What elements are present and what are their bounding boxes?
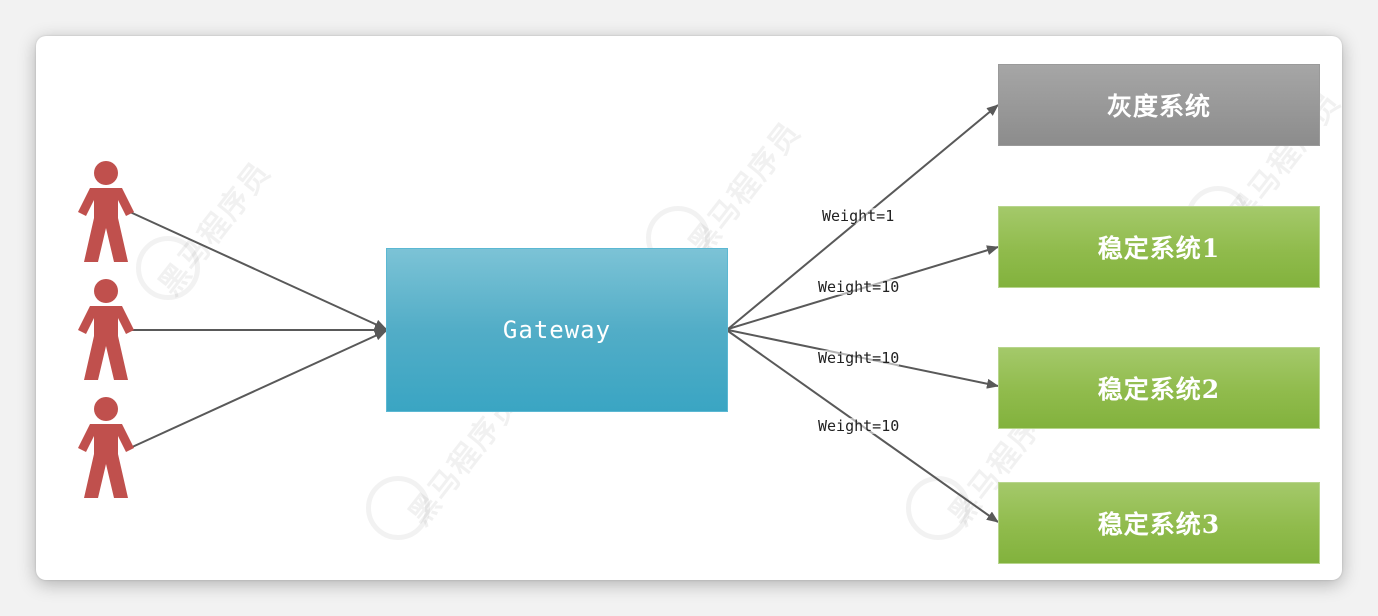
stable-system-3-label: 稳定系统3 xyxy=(1097,510,1221,539)
stable-system-2-node[interactable]: 稳定系统2 xyxy=(998,347,1320,429)
arrow-user-3-to-gateway xyxy=(129,330,387,449)
weight-label-gray: Weight=1 xyxy=(822,207,895,225)
stable-system-1-node[interactable]: 稳定系统1 xyxy=(998,206,1320,288)
gray-system-node[interactable]: 灰度系统 xyxy=(998,64,1320,146)
gateway-label: Gateway xyxy=(502,316,612,344)
user-person-icon xyxy=(78,397,134,498)
stable-system-1-label: 稳定系统1 xyxy=(1097,234,1221,263)
stable-system-2-label: 稳定系统2 xyxy=(1097,375,1221,404)
user-person-icon xyxy=(78,161,134,262)
user-person-icon xyxy=(78,279,134,380)
weight-label-stable-2: Weight=10 xyxy=(818,349,900,367)
weight-label-stable-1: Weight=10 xyxy=(818,278,900,296)
stable-system-3-node[interactable]: 稳定系统3 xyxy=(998,482,1320,564)
gateway-node[interactable]: Gateway xyxy=(386,248,728,412)
gray-system-label: 灰度系统 xyxy=(1106,92,1211,121)
arrow-user-1-to-gateway xyxy=(129,211,387,330)
weight-label-stable-3: Weight=10 xyxy=(818,417,900,435)
